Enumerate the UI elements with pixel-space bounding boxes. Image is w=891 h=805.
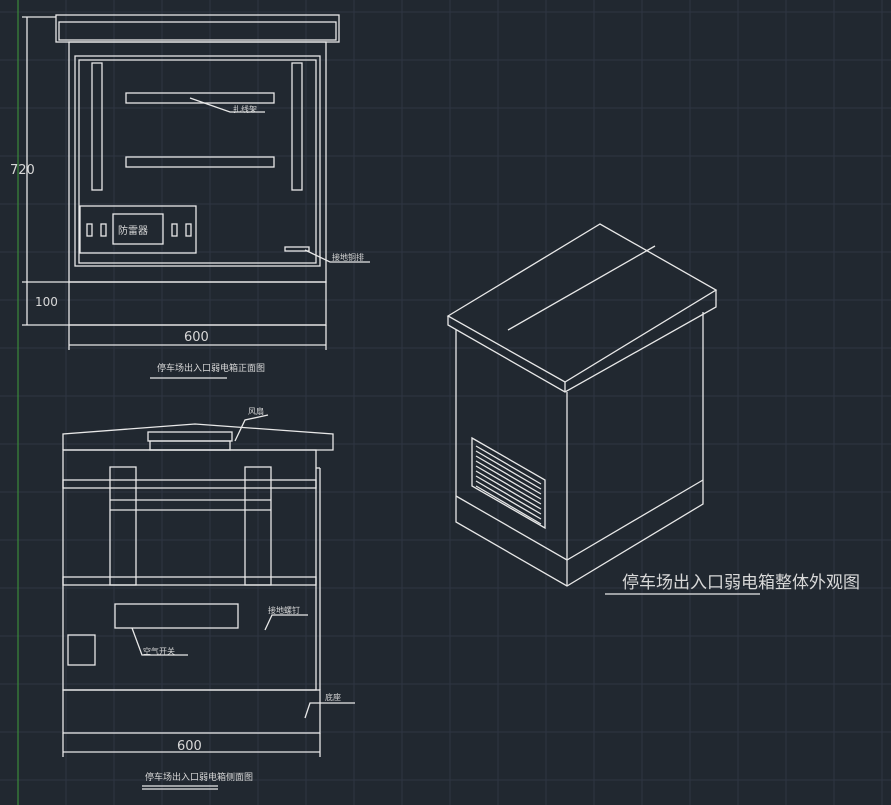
label-fan: 风扇 xyxy=(248,406,264,416)
iso-view xyxy=(446,223,760,595)
label-base: 底座 xyxy=(325,692,341,702)
label-air-switch: 空气开关 xyxy=(143,646,175,656)
dim-width-600-side: 600 xyxy=(177,739,202,754)
side-view xyxy=(62,414,355,790)
dim-base-100: 100 xyxy=(35,295,58,309)
label-ground-screw: 接地螺钉 xyxy=(268,605,300,615)
side-view-title: 停车场出入口弱电箱侧面图 xyxy=(145,771,253,783)
dim-width-600-front: 600 xyxy=(184,330,209,345)
front-view-title: 停车场出入口弱电箱正面图 xyxy=(157,362,265,374)
iso-view-title: 停车场出入口弱电箱整体外观图 xyxy=(622,573,860,593)
dim-height-720: 720 xyxy=(10,163,35,178)
label-ground-bar: 接地铜排 xyxy=(332,252,364,262)
label-cable-rack: 扎线架 xyxy=(233,104,257,114)
vent-louvers xyxy=(475,445,542,525)
label-surge-protector: 防雷器 xyxy=(118,224,148,237)
front-view xyxy=(22,14,370,379)
